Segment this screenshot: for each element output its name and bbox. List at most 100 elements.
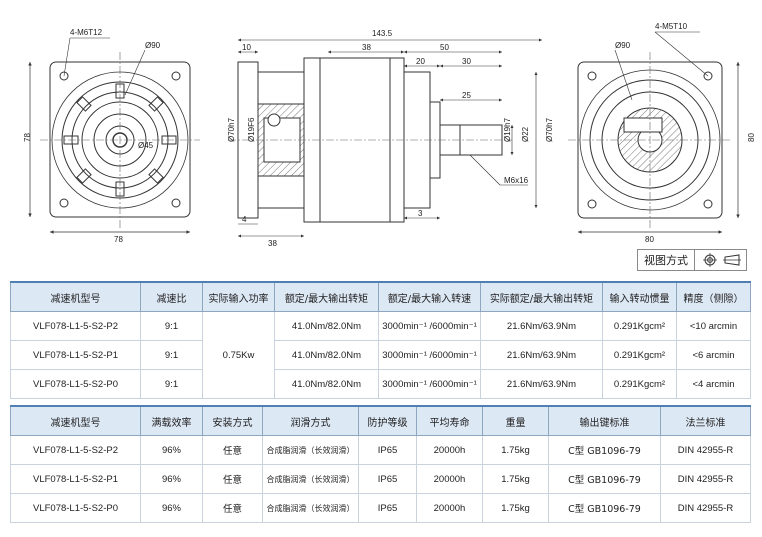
torque-cell: 41.0Nm/82.0Nm bbox=[274, 369, 379, 399]
precision-cell: <10 arcmin bbox=[676, 311, 751, 341]
table1-header: 实际输入功率 bbox=[202, 281, 275, 312]
ratio-cell: 9:1 bbox=[140, 311, 203, 341]
efficiency-cell: 96% bbox=[140, 435, 203, 465]
side-dia70-left: Ø70h7 bbox=[227, 117, 236, 142]
crosshair-icon bbox=[703, 253, 717, 267]
torque-cell: 41.0Nm/82.0Nm bbox=[274, 311, 379, 341]
right-height-label: 80 bbox=[747, 133, 756, 142]
key-cell: C型 GB1096-79 bbox=[548, 464, 661, 494]
side-d4: 4 bbox=[242, 215, 247, 224]
table-row: VLF078-L1-5-S2-P1 9:1 41.0Nm/82.0Nm 3000… bbox=[10, 340, 751, 370]
side-dia19h: Ø19h7 bbox=[503, 117, 512, 142]
table-row: VLF078-L1-5-S2-P2 96% 任意 合成脂润滑（长效润滑） IP6… bbox=[10, 435, 751, 465]
precision-cell: <6 arcmin bbox=[676, 340, 751, 370]
flange-cell: DIN 42955-R bbox=[660, 493, 751, 523]
side-dia70-right: Ø70h7 bbox=[545, 117, 554, 142]
life-cell: 20000h bbox=[416, 464, 483, 494]
left-dia-label: Ø90 bbox=[145, 41, 161, 50]
technical-drawing: 4-M6T12 Ø90 Ø45 78 78 bbox=[23, 22, 756, 248]
table1-header: 额定/最大输出转矩 bbox=[274, 281, 379, 312]
table2-header: 减速机型号 bbox=[10, 405, 141, 436]
table-row: VLF078-L1-5-S2-P2 9:1 0.75Kw 41.0Nm/82.0… bbox=[10, 311, 751, 399]
key-cell: C型 GB1096-79 bbox=[548, 493, 661, 523]
left-front-view bbox=[28, 37, 200, 234]
ratio-cell: 9:1 bbox=[140, 340, 203, 370]
model-cell: VLF078-L1-5-S2-P2 bbox=[10, 435, 141, 465]
side-d25: 25 bbox=[462, 91, 471, 100]
side-d38-top: 38 bbox=[362, 43, 371, 52]
table2-header: 防护等级 bbox=[358, 405, 417, 436]
view-mode-label: 视图方式 bbox=[638, 250, 695, 270]
key-cell: C型 GB1096-79 bbox=[548, 435, 661, 465]
right-rear-view bbox=[568, 31, 740, 234]
table-row: VLF078-L1-5-S2-P0 96% 任意 合成脂润滑（长效润滑） IP6… bbox=[10, 493, 751, 523]
side-d30: 30 bbox=[462, 57, 471, 66]
table-row: VLF078-L1-5-S2-P0 9:1 41.0Nm/82.0Nm 3000… bbox=[10, 369, 751, 399]
side-d3: 3 bbox=[418, 209, 423, 218]
model-cell: VLF078-L1-5-S2-P0 bbox=[10, 369, 141, 399]
ip-cell: IP65 bbox=[358, 435, 417, 465]
table1-header: 输入转动惯量 bbox=[602, 281, 677, 312]
efficiency-cell: 96% bbox=[140, 464, 203, 494]
side-d50: 50 bbox=[440, 43, 449, 52]
precision-cell: <4 arcmin bbox=[676, 369, 751, 399]
life-cell: 20000h bbox=[416, 493, 483, 523]
weight-cell: 1.75kg bbox=[482, 493, 549, 523]
weight-cell: 1.75kg bbox=[482, 464, 549, 494]
ratio-cell: 9:1 bbox=[140, 369, 203, 399]
table2-header: 重量 bbox=[482, 405, 549, 436]
model-cell: VLF078-L1-5-S2-P1 bbox=[10, 464, 141, 494]
ip-cell: IP65 bbox=[358, 464, 417, 494]
table2-header: 满载效率 bbox=[140, 405, 203, 436]
actual-torque-cell: 21.6Nm/63.9Nm bbox=[480, 369, 603, 399]
table1-header: 减速机型号 bbox=[10, 281, 141, 312]
projection-cone-icon bbox=[723, 254, 741, 266]
table1-header-row: 减速机型号 减速比 实际输入功率 额定/最大输出转矩 额定/最大输入转速 实际额… bbox=[10, 281, 751, 312]
ip-cell: IP65 bbox=[358, 493, 417, 523]
table2-header: 法兰标准 bbox=[660, 405, 751, 436]
side-section-view bbox=[228, 38, 542, 238]
spec-table-2: 减速机型号 满载效率 安装方式 润滑方式 防护等级 平均寿命 重量 输出键标准 … bbox=[10, 405, 751, 523]
life-cell: 20000h bbox=[416, 435, 483, 465]
side-thread: M6x16 bbox=[504, 176, 529, 185]
left-width-label: 78 bbox=[114, 235, 123, 244]
weight-cell: 1.75kg bbox=[482, 435, 549, 465]
inertia-cell: 0.291Kgcm² bbox=[602, 340, 677, 370]
table2-header: 输出键标准 bbox=[548, 405, 661, 436]
view-mode-box: 视图方式 bbox=[637, 249, 747, 271]
spec-table-1: 减速机型号 减速比 实际输入功率 额定/最大输出转矩 额定/最大输入转速 实际额… bbox=[10, 281, 751, 399]
power-cell: 0.75Kw bbox=[202, 311, 275, 399]
speed-cell: 3000min⁻¹ /6000min⁻¹ bbox=[378, 340, 481, 370]
inertia-cell: 0.291Kgcm² bbox=[602, 369, 677, 399]
side-total-length: 143.5 bbox=[372, 29, 393, 38]
table-row: VLF078-L1-5-S2-P1 96% 任意 合成脂润滑（长效润滑） IP6… bbox=[10, 464, 751, 494]
side-dia19: Ø19F6 bbox=[247, 117, 256, 142]
inertia-cell: 0.291Kgcm² bbox=[602, 311, 677, 341]
table2-header: 安装方式 bbox=[202, 405, 263, 436]
model-cell: VLF078-L1-5-S2-P1 bbox=[10, 340, 141, 370]
model-cell: VLF078-L1-5-S2-P0 bbox=[10, 493, 141, 523]
mount-cell: 任意 bbox=[202, 493, 263, 523]
right-width-label: 80 bbox=[645, 235, 654, 244]
table1-header: 实际额定/最大输出转矩 bbox=[480, 281, 603, 312]
mount-cell: 任意 bbox=[202, 464, 263, 494]
lube-cell: 合成脂润滑（长效润滑） bbox=[262, 493, 359, 523]
flange-cell: DIN 42955-R bbox=[660, 464, 751, 494]
lube-cell: 合成脂润滑（长效润滑） bbox=[262, 435, 359, 465]
side-d20: 20 bbox=[416, 57, 425, 66]
speed-cell: 3000min⁻¹ /6000min⁻¹ bbox=[378, 369, 481, 399]
actual-torque-cell: 21.6Nm/63.9Nm bbox=[480, 340, 603, 370]
left-height-label: 78 bbox=[23, 133, 32, 142]
left-center-label: Ø45 bbox=[138, 141, 154, 150]
right-dia-label: Ø90 bbox=[615, 41, 631, 50]
table1-header: 额定/最大输入转速 bbox=[378, 281, 481, 312]
speed-cell: 3000min⁻¹ /6000min⁻¹ bbox=[378, 311, 481, 341]
side-d38-bottom: 38 bbox=[268, 239, 277, 248]
left-hole-label: 4-M6T12 bbox=[70, 28, 103, 37]
table2-header: 润滑方式 bbox=[262, 405, 359, 436]
model-cell: VLF078-L1-5-S2-P2 bbox=[10, 311, 141, 341]
table2-header: 平均寿命 bbox=[416, 405, 483, 436]
side-d10: 10 bbox=[242, 43, 251, 52]
side-dia22: Ø22 bbox=[521, 126, 530, 142]
lube-cell: 合成脂润滑（长效润滑） bbox=[262, 464, 359, 494]
